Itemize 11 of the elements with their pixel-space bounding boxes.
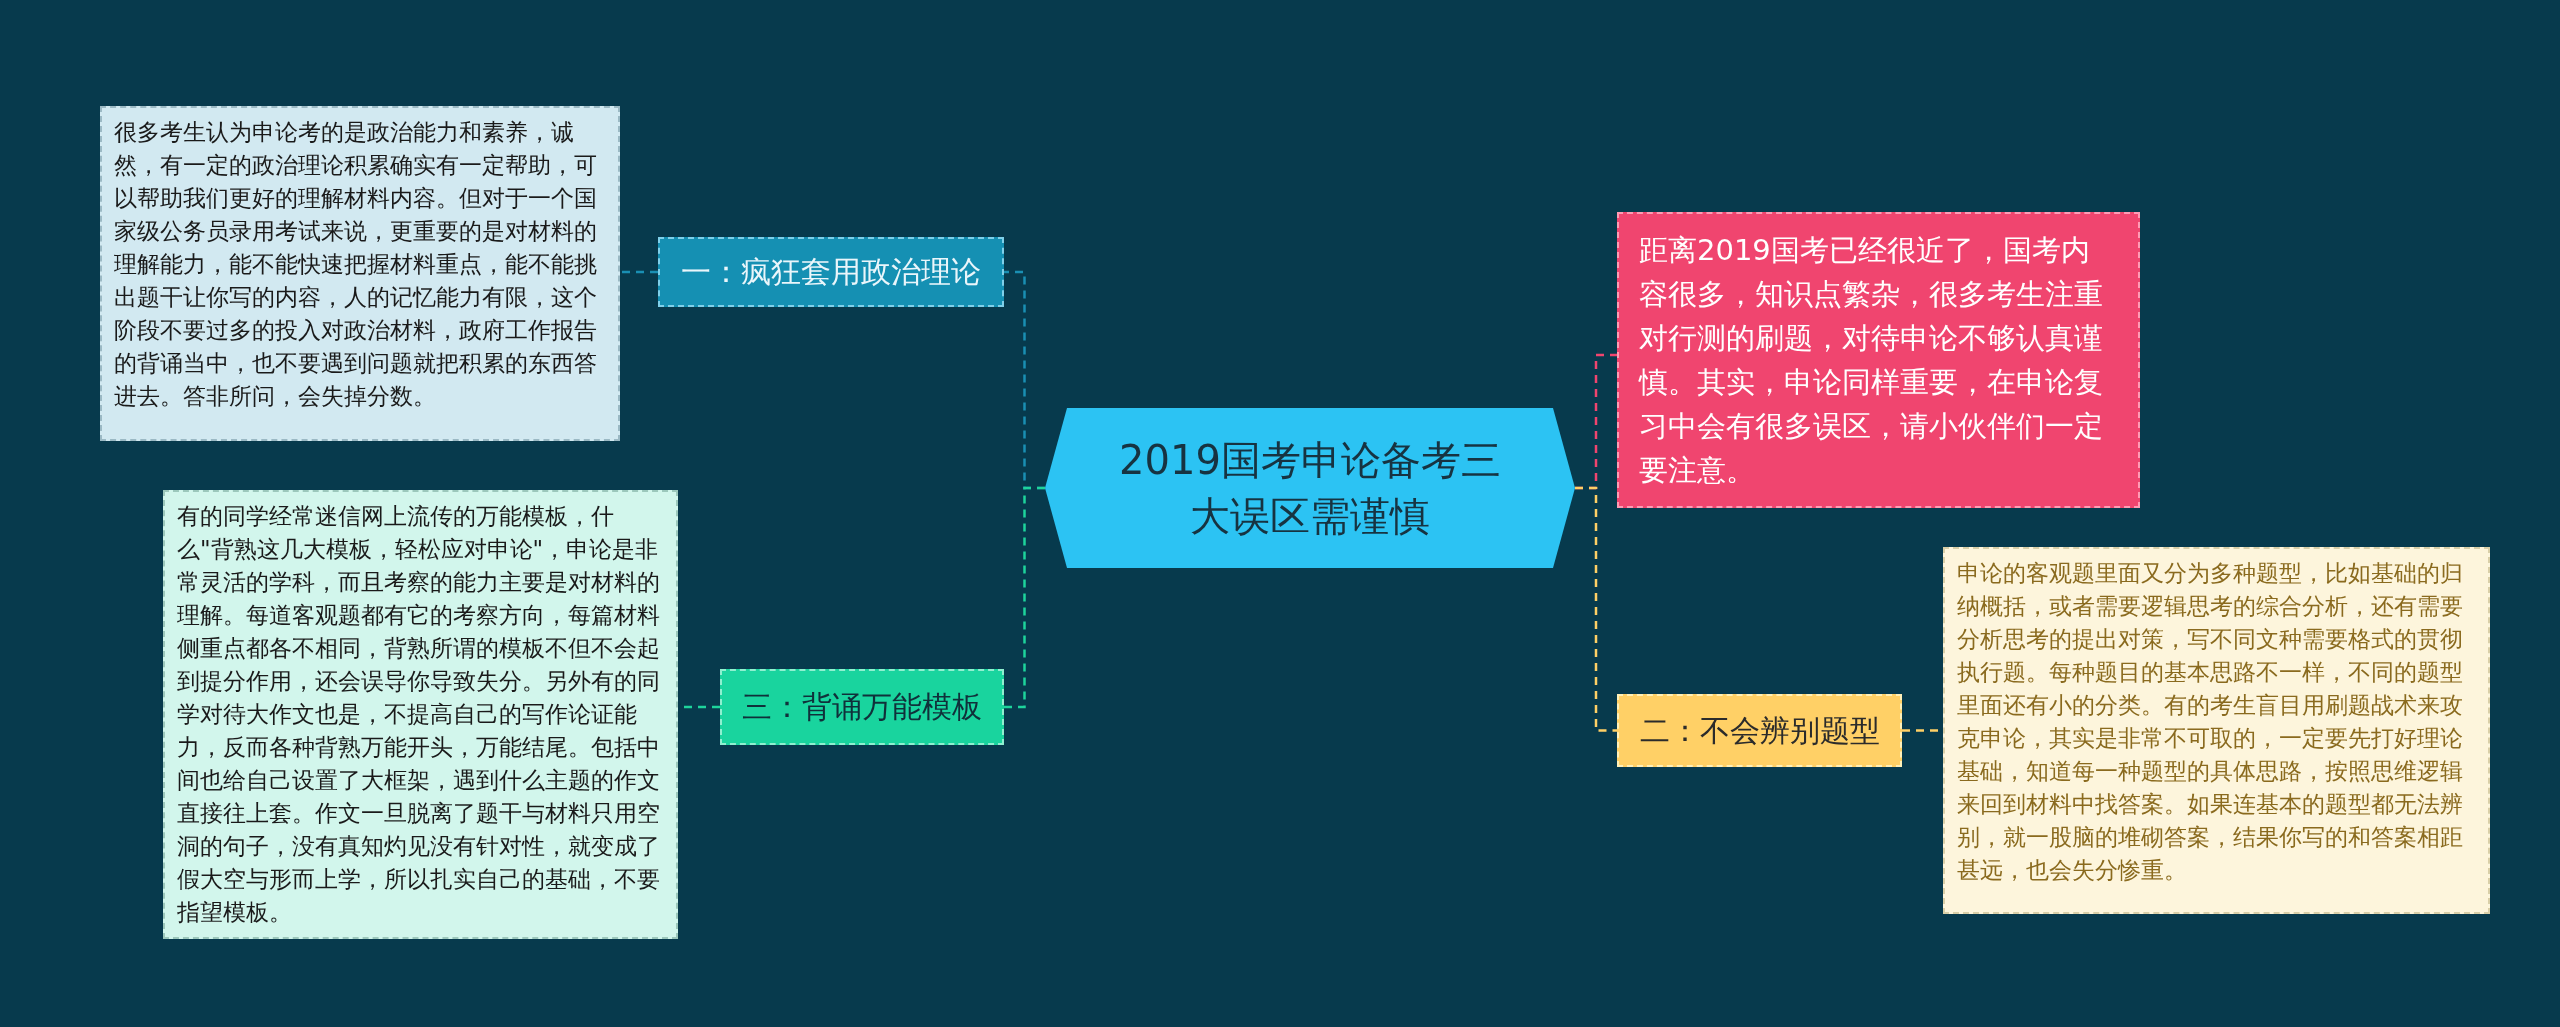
note-box: 很多考生认为申论考的是政治能力和素养，诚然，有一定的政治理论积累确实有一定帮助，可以帮助我们更好的理解材料内容。但对于一个国家级公务员录用考试来说，更重要的是对材料的理解能力，能不能快速把握材料重点，能不能挑出题干让你写的内容，人的记忆能力有限，这个阶段不要过多的投入对政治材料，政府工作报告的背诵当中，也不要遇到问题就把积累的东西答进去。答非所问，会失掉分数。 [100, 106, 620, 441]
note-box: 申论的客观题里面又分为多种题型，比如基础的归纳概括，或者需要逻辑思考的综合分析，还有需要分析思考的提出对策，写不同文种需要格式的贯彻执行题。每种题目的基本思路不一样，不同的题型里面还有小的分类。有的考生盲目用刷题战术来攻克申论，其实是非常不可取的，一定要先打好理论基础，知道每一种题型的具体思路，按照思维逻辑来回到材料中找答案。如果连基本的题型都无法辨别，就一股脑的堆砌答案，结果你写的和答案相距甚远，也会失分惨重。 [1943, 547, 2490, 914]
note-box: 有的同学经常迷信网上流传的万能模板，什么"背熟这几大模板，轻松应对申论"，申论是非常灵活的学科，而且考察的能力主要是对材料的理解。每道客观题都有它的考察方向，每篇材料侧重点都各不相同，背熟所谓的模板不但不会起到提分作用，还会误导你导致失分。另外有的同学对待大作文也是，不提高自己的写作论证能力，反而各种背熟万能开头，万能结尾。包括中间也给自己设置了大框架，遇到什么主题的作文直接往上套。作文一旦脱离了题干与材料只用空洞的句子，没有真知灼见没有针对性，就变成了假大空与形而上学，所以扎实自己的基础，不要指望模板。 [163, 490, 678, 939]
connector [1575, 486, 1617, 732]
topic-hexagon: 2019国考申论备考三大误区需谨慎 [1045, 408, 1575, 568]
branch-box: 一：疯狂套用政治理论 [658, 237, 1004, 307]
branch-box: 二：不会辨别题型 [1617, 694, 1902, 767]
branch-box: 三：背诵万能模板 [720, 669, 1004, 745]
connector [1004, 486, 1045, 709]
summary-box: 距离2019国考已经很近了，国考内容很多，知识点繁杂，很多考生注重对行测的刷题，对待申论不够认真谨慎。其实，申论同样重要，在申论复习中会有很多误区，请小伙伴们一定要注意。 [1617, 212, 2140, 508]
connector [620, 270, 658, 274]
